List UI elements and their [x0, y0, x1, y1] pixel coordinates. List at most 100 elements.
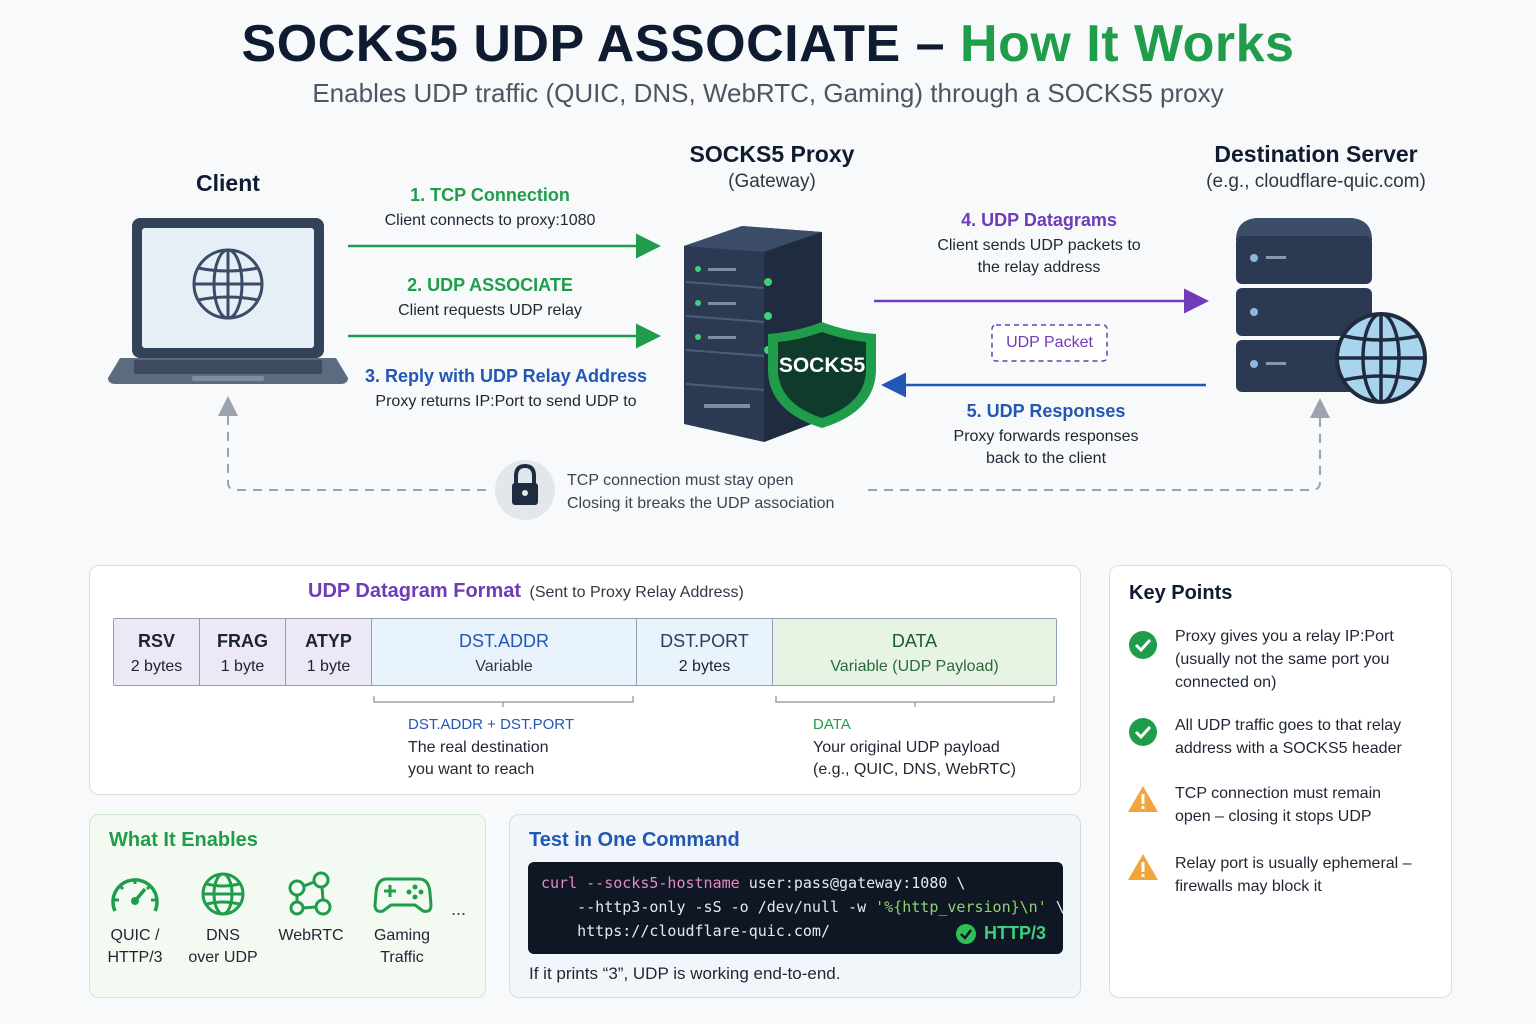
server-shield-icon [684, 226, 876, 442]
result-badge: HTTP/3 [984, 923, 1047, 943]
title-main: SOCKS5 UDP ASSOCIATE – [241, 15, 961, 73]
field-frag-name: FRAG [217, 631, 268, 651]
note-data-title: DATA [813, 716, 851, 733]
step-4: 4. UDP Datagrams Client sends UDP packet… [896, 210, 1182, 277]
datagram-format-card: UDP Datagram Format (Sent to Proxy Relay… [89, 565, 1081, 795]
server-globe-icon [1236, 218, 1427, 404]
enables-title: What It Enables [109, 829, 258, 851]
key-points-title: Key Points [1129, 582, 1233, 604]
key-point-3-line-1: TCP connection must remain [1175, 785, 1382, 802]
proxy-subtitle: (Gateway) [728, 171, 816, 192]
key-point-2-line-1: All UDP traffic goes to that relay [1175, 717, 1402, 734]
note-data-line-1: Your original UDP payload [813, 739, 1000, 756]
test-command-card: Test in One Command curl --socks5-hostna… [509, 814, 1081, 998]
globe-icon [201, 872, 245, 916]
field-rsv-size: 2 bytes [130, 658, 183, 675]
code-flag: --socks5-hostname [586, 874, 740, 892]
socks5-badge: SOCKS5 [778, 354, 866, 377]
key-point-4-line-2: firewalls may block it [1175, 878, 1322, 895]
note-data-line-2: (e.g., QUIC, DNS, WebRTC) [813, 761, 1016, 778]
step-4-desc-2: the relay address [977, 259, 1101, 276]
enable-dns-line-2: over UDP [188, 949, 258, 966]
page-subtitle: Enables UDP traffic (QUIC, DNS, WebRTC, … [312, 78, 1224, 108]
udp-packet-label: UDP Packet [1006, 334, 1093, 351]
step-5: 5. UDP Responses Proxy forwards response… [906, 401, 1186, 468]
destination-title: Destination Server [1214, 141, 1418, 167]
enable-webrtc: WebRTC [271, 925, 351, 947]
step-5-title: 5. UDP Responses [966, 401, 1126, 421]
note-dst: DST.ADDR + DST.PORT The real destination… [408, 716, 574, 781]
step-1-desc: Client connects to proxy:1080 [384, 212, 596, 229]
step-5-desc-1: Proxy forwards responses [953, 428, 1139, 445]
lock-icon [495, 460, 555, 520]
client-title: Client [196, 170, 260, 196]
code-line-1: curl --socks5-hostname user:pass@gateway… [541, 871, 965, 895]
code-line-2: --http3-only -sS -o /dev/null -w '%{http… [541, 895, 1065, 919]
warning-icon [1128, 854, 1158, 880]
field-frag: FRAG 1 byte [200, 619, 286, 685]
field-braces [373, 696, 1055, 707]
tcp-note-line-2: Closing it breaks the UDP association [567, 495, 835, 512]
udp-packet-box [991, 324, 1108, 362]
note-dst-title: DST.ADDR + DST.PORT [408, 716, 575, 733]
field-frag-size: 1 byte [220, 658, 265, 675]
datagram-title-note: (Sent to Proxy Relay Address) [529, 584, 744, 601]
step-3: 3. Reply with UDP Relay Address Proxy re… [346, 366, 666, 411]
enable-quic-line-2: HTTP/3 [107, 949, 163, 966]
key-points-card: Key Points Proxy gives you a relay IP:Po… [1109, 565, 1452, 998]
step-2-title: 2. UDP ASSOCIATE [407, 275, 573, 295]
enable-gaming: Gaming Traffic [362, 925, 442, 969]
code-line-2-b: \ [1046, 898, 1065, 916]
laptop-globe-icon [108, 218, 348, 384]
field-dst-port-size: 2 bytes [678, 658, 731, 675]
field-data-size: Variable (UDP Payload) [830, 658, 999, 675]
code-block[interactable]: curl --socks5-hostname user:pass@gateway… [528, 862, 1065, 954]
destination-subtitle: (e.g., cloudflare-quic.com) [1206, 171, 1426, 192]
datagram-fields: RSV 2 bytes FRAG 1 byte ATYP 1 byte DST.… [113, 618, 1057, 686]
enable-dns: DNS over UDP [183, 925, 263, 969]
field-atyp: ATYP 1 byte [286, 619, 372, 685]
note-dst-line-2: you want to reach [408, 761, 535, 778]
flow-diagram [108, 218, 1427, 520]
field-dst-port: DST.PORT 2 bytes [637, 619, 773, 685]
key-point-2-line-2: address with a SOCKS5 header [1175, 740, 1402, 757]
field-data-name: DATA [891, 631, 938, 651]
field-data: DATA Variable (UDP Payload) [773, 619, 1056, 685]
key-point-2: All UDP traffic goes to that relay addre… [1175, 714, 1445, 760]
code-cmd: curl [541, 874, 578, 892]
code-line-3: https://cloudflare-quic.com/ [541, 922, 830, 940]
enables-more: ... [451, 899, 467, 919]
step-2: 2. UDP ASSOCIATE Client requests UDP rel… [340, 275, 640, 320]
step-4-desc-1: Client sends UDP packets to [937, 237, 1141, 254]
tcp-note-line-1: TCP connection must stay open [567, 472, 794, 489]
field-atyp-size: 1 byte [306, 658, 351, 675]
proxy-title: SOCKS5 Proxy [689, 141, 855, 167]
test-footer: If it prints “3”, UDP is working end-to-… [529, 964, 841, 983]
what-it-enables-card: What It Enables QUIC / HTTP/3 DNS over U… [89, 814, 486, 998]
note-dst-line-1: The real destination [408, 739, 549, 756]
key-point-1-line-1: Proxy gives you a relay IP:Port [1175, 628, 1394, 645]
field-dst-addr-name: DST.ADDR [458, 631, 549, 651]
datagram-title: UDP Datagram Format [308, 580, 522, 602]
code-line-2-a: --http3-only -sS -o /dev/null -w [541, 898, 876, 916]
field-dst-addr-size: Variable [475, 658, 533, 675]
step-4-title: 4. UDP Datagrams [961, 210, 1117, 230]
key-point-3: TCP connection must remain open – closin… [1175, 782, 1445, 828]
key-point-1-line-3: connected on) [1175, 674, 1277, 691]
key-point-3-line-2: open – closing it stops UDP [1175, 808, 1372, 825]
field-dst-addr: DST.ADDR Variable [372, 619, 637, 685]
tcp-keepalive-loop [218, 396, 1330, 491]
enable-dns-line-1: DNS [206, 927, 240, 944]
step-1: 1. TCP Connection Client connects to pro… [340, 185, 640, 230]
check-icon [1129, 718, 1157, 746]
step-3-title: 3. Reply with UDP Relay Address [364, 366, 648, 386]
tcp-note: TCP connection must stay open Closing it… [567, 469, 887, 515]
enable-quic-line-1: QUIC / [110, 927, 160, 944]
field-rsv: RSV 2 bytes [114, 619, 200, 685]
speedometer-icon [111, 878, 159, 912]
network-nodes-icon [288, 871, 332, 916]
code-arg: user:pass@gateway:1080 \ [739, 874, 966, 892]
key-point-1-line-2: (usually not the same port you [1175, 651, 1390, 668]
code-line-2-string: '%{http_version}\n' [875, 898, 1047, 916]
enable-gaming-line-1: Gaming [373, 927, 431, 944]
